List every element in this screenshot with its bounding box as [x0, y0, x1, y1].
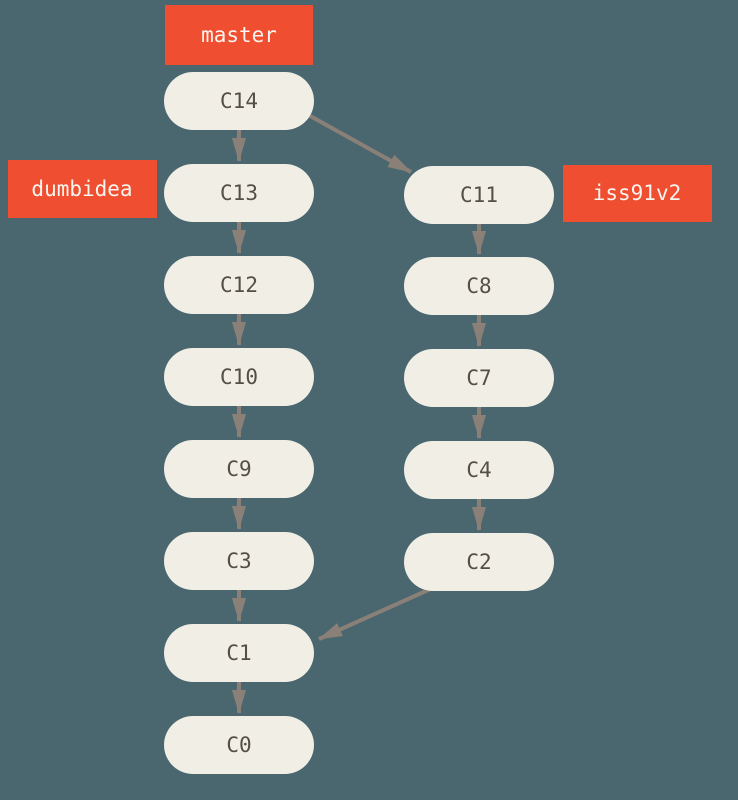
commit-node-c7: C7	[404, 349, 554, 407]
commit-pill	[404, 166, 554, 224]
commit-label: C7	[466, 366, 491, 390]
commit-label: C10	[220, 365, 258, 389]
branch-labels: master dumbidea iss91v2	[8, 5, 712, 222]
commit-label: C1	[226, 641, 251, 665]
commit-node-c8: C8	[404, 257, 554, 315]
commit-node-c3: C3	[164, 532, 314, 590]
commit-label: C2	[466, 550, 491, 574]
branch-name: master	[201, 23, 277, 47]
commit-pill	[164, 72, 314, 130]
commit-pill	[164, 440, 314, 498]
commit-node-c4: C4	[404, 441, 554, 499]
commit-node-c9: C9	[164, 440, 314, 498]
commit-label: C11	[460, 183, 498, 207]
branch-rect	[8, 160, 157, 218]
commit-node-c13: C13	[164, 164, 314, 222]
commit-pill	[404, 349, 554, 407]
commit-label: C13	[220, 181, 258, 205]
commit-node-c2: C2	[404, 533, 554, 591]
commit-label: C8	[466, 274, 491, 298]
branch-name: dumbidea	[31, 177, 132, 201]
edge-c2-c1	[318, 584, 438, 641]
edge-c14-c11	[302, 110, 412, 174]
commit-pill	[164, 716, 314, 774]
commit-label: C9	[226, 457, 251, 481]
commit-label: C12	[220, 273, 258, 297]
branch-label-iss91v2: iss91v2	[563, 165, 712, 222]
edge-group	[232, 110, 486, 714]
branch-label-dumbidea: dumbidea	[8, 160, 157, 218]
commit-pill	[404, 441, 554, 499]
commit-pill	[164, 164, 314, 222]
commit-label: C14	[220, 89, 258, 113]
commit-column-left: C14 C13 C12 C10 C9 C3	[164, 72, 314, 774]
branch-rect	[165, 5, 313, 65]
commit-pill	[164, 348, 314, 406]
commit-node-c0: C0	[164, 716, 314, 774]
commit-node-c12: C12	[164, 256, 314, 314]
commit-pill	[164, 624, 314, 682]
branch-label-master: master	[165, 5, 313, 65]
branch-rect	[563, 165, 712, 222]
commit-pill	[404, 257, 554, 315]
commit-node-c14: C14	[164, 72, 314, 130]
commit-node-c1: C1	[164, 624, 314, 682]
commit-column-right: C11 C8 C7 C4 C2	[404, 166, 554, 591]
commit-pill	[164, 532, 314, 590]
commit-pill	[164, 256, 314, 314]
commit-label: C3	[226, 549, 251, 573]
commit-label: C4	[466, 458, 491, 482]
branch-name: iss91v2	[593, 181, 682, 205]
commit-node-c11: C11	[404, 166, 554, 224]
commit-pill	[404, 533, 554, 591]
commit-node-c10: C10	[164, 348, 314, 406]
commit-label: C0	[226, 733, 251, 757]
